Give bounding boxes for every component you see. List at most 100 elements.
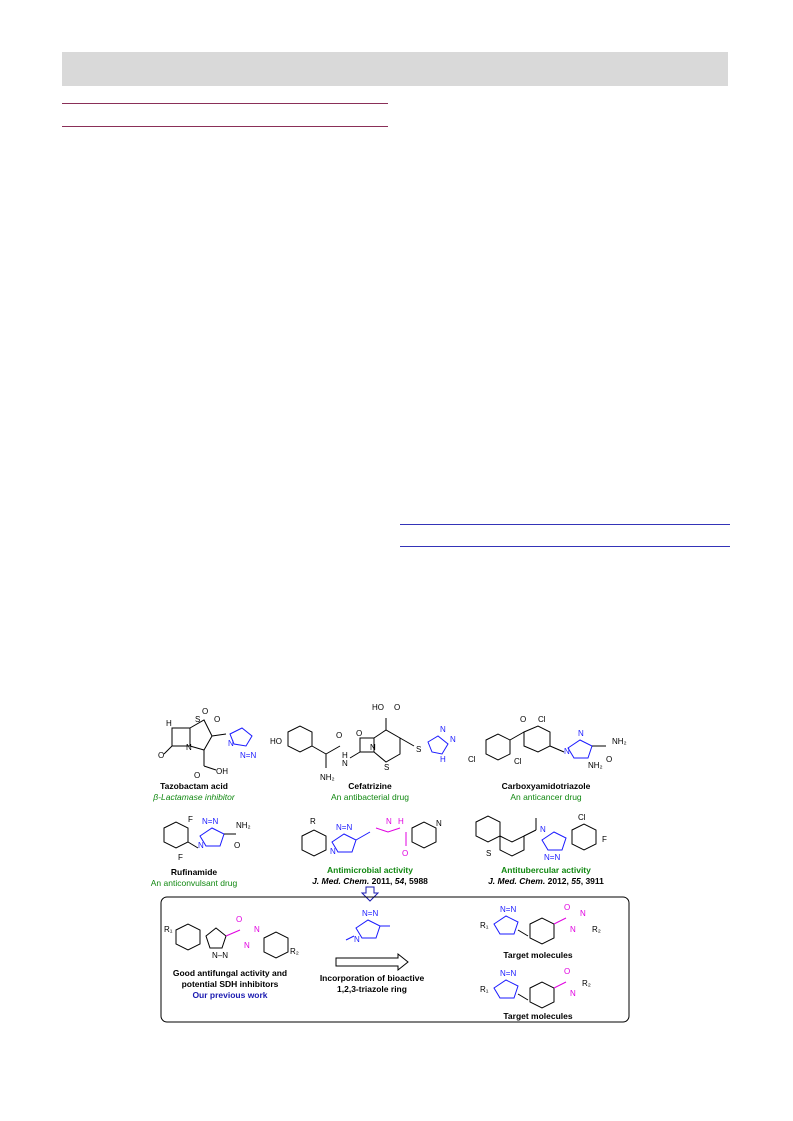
svg-text:O: O [202, 707, 208, 716]
svg-text:N: N [540, 825, 546, 834]
svg-text:N: N [370, 743, 376, 752]
right-arrow-icon [335, 952, 409, 972]
tazobactam-activity: β-Lactamase inhibitor [152, 792, 236, 802]
svg-text:N: N [254, 925, 260, 934]
svg-text:H: H [398, 817, 404, 826]
header-band [62, 52, 728, 86]
svg-text:N: N [570, 925, 576, 934]
svg-text:N: N [228, 739, 234, 748]
svg-text:N: N [198, 841, 204, 850]
svg-text:R₂: R₂ [592, 925, 601, 934]
svg-text:F: F [188, 815, 193, 824]
arrow-caption-1: Incorporation of bioactive [320, 973, 425, 983]
svg-text:O: O [606, 755, 612, 764]
antitubercular-reference: J. Med. Chem. 2012, 55, 3911 [488, 876, 604, 886]
svg-text:O: O [158, 751, 164, 760]
svg-text:N=N: N=N [362, 909, 378, 918]
cefatrizine-name: Cefatrizine [348, 781, 392, 791]
svg-text:O: O [402, 849, 408, 858]
svg-text:O: O [564, 903, 570, 912]
svg-text:S: S [486, 849, 491, 858]
rufinamide-name: Rufinamide [171, 867, 218, 877]
svg-text:S: S [384, 763, 389, 772]
svg-text:H: H [342, 751, 348, 760]
svg-text:R₂: R₂ [582, 979, 591, 988]
svg-text:R: R [310, 817, 316, 826]
target-molecule-2-structure: R₁ N=N O N R₂ [480, 967, 591, 1009]
svg-text:N=N: N=N [544, 853, 560, 862]
section-rule-top-right [400, 524, 730, 525]
target-molecule-label-2: Target molecules [503, 1011, 573, 1021]
svg-text:O: O [214, 715, 220, 724]
cefatrizine-activity: An antibacterial drug [331, 792, 409, 802]
svg-text:R₁: R₁ [164, 925, 173, 934]
svg-text:OH: OH [216, 767, 228, 776]
svg-text:S: S [416, 745, 421, 754]
arrow-caption-2: 1,2,3-triazole ring [337, 984, 407, 994]
section-rule-bottom-left [62, 126, 388, 127]
svg-text:HO: HO [372, 703, 384, 712]
svg-text:O: O [394, 703, 400, 712]
svg-text:H: H [166, 719, 172, 728]
svg-text:F: F [178, 853, 183, 862]
previous-work-structure: R₁ N–N O N N R₂ [164, 915, 299, 960]
svg-text:NH₂: NH₂ [236, 821, 251, 830]
down-arrow-icon [360, 886, 380, 902]
svg-text:H: H [440, 755, 446, 764]
svg-text:O: O [356, 729, 362, 738]
svg-text:O: O [564, 967, 570, 976]
svg-text:Cl: Cl [538, 715, 546, 724]
svg-text:N: N [330, 847, 336, 856]
svg-text:O: O [194, 771, 200, 780]
svg-text:N–N: N–N [212, 951, 228, 960]
target-molecule-label-1: Target molecules [503, 950, 573, 960]
svg-text:N: N [570, 989, 576, 998]
section-rule-bottom-right [400, 546, 730, 547]
svg-text:N=N: N=N [336, 823, 352, 832]
antitubercular-name: Antitubercular activity [501, 865, 591, 875]
svg-text:HO: HO [270, 737, 282, 746]
svg-text:R₁: R₁ [480, 921, 489, 930]
rufinamide-structure: F F N N=N NH₂ O [163, 815, 251, 862]
svg-text:N: N [436, 819, 442, 828]
carboxyamidotriazole-structure: Cl O Cl Cl N N NH₂ O NH₂ [468, 715, 627, 770]
svg-text:O: O [236, 915, 242, 924]
previous-work-caption-1: Good antifungal activity and [173, 968, 287, 978]
antimicrobial-structure: R N N=N N H O N [301, 817, 442, 858]
svg-text:Cl: Cl [468, 755, 476, 764]
svg-text:Cl: Cl [514, 757, 522, 766]
carboxyamidotriazole-activity: An anticancer drug [510, 792, 582, 802]
tazobactam-structure: O H S O O N OH O N N=N [158, 707, 256, 780]
design-strategy-box [160, 896, 630, 1023]
svg-text:NH₂: NH₂ [588, 761, 603, 770]
svg-text:O: O [520, 715, 526, 724]
svg-text:R₂: R₂ [290, 947, 299, 956]
svg-text:S: S [195, 715, 200, 724]
svg-text:F: F [602, 835, 607, 844]
carboxyamidotriazole-name: Carboxyamidotriazole [502, 781, 591, 791]
cefatrizine-structure: HO NH₂ O H N O N S HO O S N N H [270, 703, 456, 782]
svg-text:N=N: N=N [500, 969, 516, 978]
antimicrobial-name: Antimicrobial activity [327, 865, 413, 875]
tazobactam-name: Tazobactam acid [160, 781, 228, 791]
svg-text:N: N [450, 735, 456, 744]
svg-text:R₁: R₁ [480, 985, 489, 994]
svg-text:N: N [440, 725, 446, 734]
scheme-figure: O H S O O N OH O N N=N Tazobactam acid β… [150, 700, 640, 1030]
svg-text:N=N: N=N [202, 817, 218, 826]
svg-text:N: N [354, 935, 360, 944]
svg-text:O: O [234, 841, 240, 850]
triazole-fragment: N=N N [345, 909, 390, 944]
svg-text:N: N [342, 759, 348, 768]
previous-work-caption-3: Our previous work [192, 990, 267, 1000]
previous-work-caption-2: potential SDH inhibitors [182, 979, 279, 989]
svg-text:N=N: N=N [500, 905, 516, 914]
svg-text:O: O [336, 731, 342, 740]
svg-text:N: N [580, 909, 586, 918]
svg-text:N: N [578, 729, 584, 738]
svg-text:N: N [244, 941, 250, 950]
rufinamide-activity: An anticonvulsant drug [151, 878, 238, 888]
antimicrobial-reference: J. Med. Chem. 2011, 54, 5988 [312, 876, 428, 886]
section-rule-top-left [62, 103, 388, 104]
svg-text:NH₂: NH₂ [320, 773, 335, 782]
